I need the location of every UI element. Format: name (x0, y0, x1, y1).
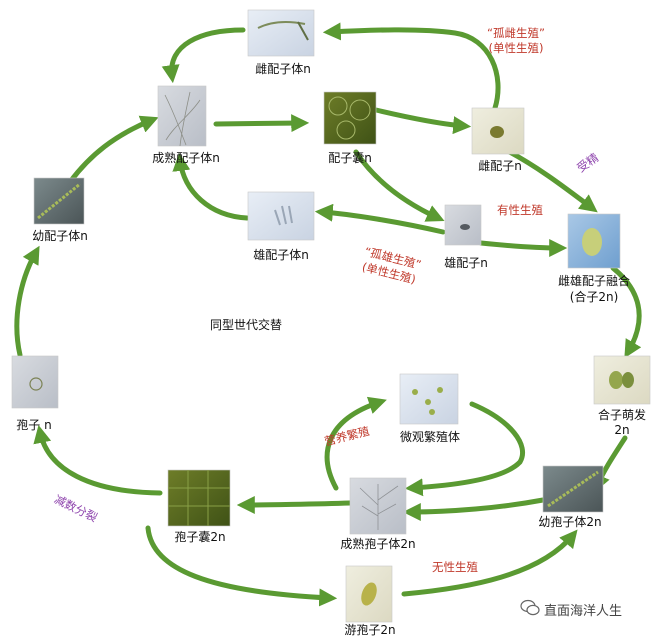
watermark-text: 直面海洋人生 (544, 604, 623, 619)
label-male-gamete: 雄配子n (444, 255, 488, 270)
label-mature-sporophyte: 成熟孢子体2n (340, 536, 415, 551)
label-zoospore: 游孢子2n (344, 623, 395, 637)
arrow-zygote-to-germination (610, 265, 642, 359)
arrow-male-gamete-to-zygote (478, 238, 568, 257)
annot-asexual-reproduction: 无性生殖 (432, 560, 478, 574)
arrow-young-sporophyte-to-mature-sporophyte (402, 497, 546, 521)
label-male-gametophyte: 雄配子体n (253, 247, 309, 262)
micro-propagule-micrograph (399, 373, 459, 425)
arrow-spore-to-young-gametophyte (14, 245, 40, 358)
zoospore-micrograph (345, 565, 393, 623)
annot-vegetative-propagation: 营养繁殖 (323, 424, 372, 449)
arrow-mature-sporophyte-to-micro-propagule (324, 396, 387, 491)
sporangium-micrograph (167, 469, 231, 527)
annot-fertilization: 受精 (574, 150, 601, 175)
label-zygote-line1: 雌雄配子融合 (558, 273, 630, 288)
zygote-micrograph (567, 213, 621, 269)
arrow-mature-to-gametangium (213, 114, 310, 133)
arrow-mature-sporophyte-to-sporangium (236, 495, 353, 514)
annot-parthenogenesis-female-line1: “孤雌生殖” (487, 26, 545, 40)
female-gametophyte-micrograph (247, 9, 315, 57)
young-gametophyte-micrograph (33, 177, 85, 225)
label-zygote-line2: (合子2n) (570, 289, 619, 304)
arrow-female-gametophyte-to-mature (161, 27, 246, 84)
spore-micrograph (11, 355, 59, 409)
mature-gametophyte-micrograph (157, 85, 207, 147)
arrow-zoospore-to-young-sporophyte (401, 529, 578, 597)
male-gametophyte-micrograph (247, 191, 315, 241)
label-female-gametophyte: 雌配子体n (255, 61, 311, 76)
annot-parthenogenesis-female-line2: (单性生殖) (489, 41, 544, 55)
arrow-sporangium-to-zoospore (145, 525, 338, 607)
label-zygote-germination-line1: 合子萌发 (598, 407, 646, 422)
zygote-germination-micrograph (593, 355, 651, 405)
label-young-sporophyte: 幼孢子体2n (538, 515, 601, 529)
label-mature-gametophyte: 成熟配子体n (152, 150, 220, 165)
arrow-female-gamete-to-female-gametophyte (322, 22, 501, 111)
arrow-male-gamete-to-male-gametophyte (314, 203, 446, 235)
arrow-micro-propagule-to-young-sporophyte (404, 401, 525, 497)
annot-meiosis: 减数分裂 (52, 492, 100, 525)
wechat-icon (520, 599, 540, 616)
label-gametangium: 配子囊n (328, 150, 372, 165)
arrow-sporangium-to-spore (33, 424, 163, 496)
label-young-gametophyte: 幼配子体n (32, 229, 88, 243)
male-gamete-micrograph (444, 204, 482, 246)
label-micro-propagule: 微观繁殖体 (400, 429, 460, 444)
arrow-gametangium-to-male-gamete (353, 149, 445, 222)
mature-sporophyte-micrograph (349, 477, 407, 535)
arrow-female-gamete-to-zygote (503, 147, 598, 213)
arrow-young-gametophyte-to-mature (67, 115, 159, 185)
label-female-gamete: 雌配子n (478, 158, 522, 173)
young-sporophyte-micrograph (542, 465, 604, 513)
annot-sexual-reproduction: 有性生殖 (497, 203, 543, 217)
label-sporangium: 孢子囊2n (174, 529, 225, 544)
label-zygote-germination-line2: 2n (614, 423, 629, 437)
gametangium-micrograph (323, 91, 377, 145)
arrow-male-gametophyte-to-mature (172, 152, 250, 221)
label-spore: 孢子 n (16, 418, 51, 432)
female-gamete-micrograph (471, 107, 525, 155)
center-label: 同型世代交替 (210, 317, 282, 332)
arrow-gametangium-to-female-gamete (373, 107, 472, 135)
